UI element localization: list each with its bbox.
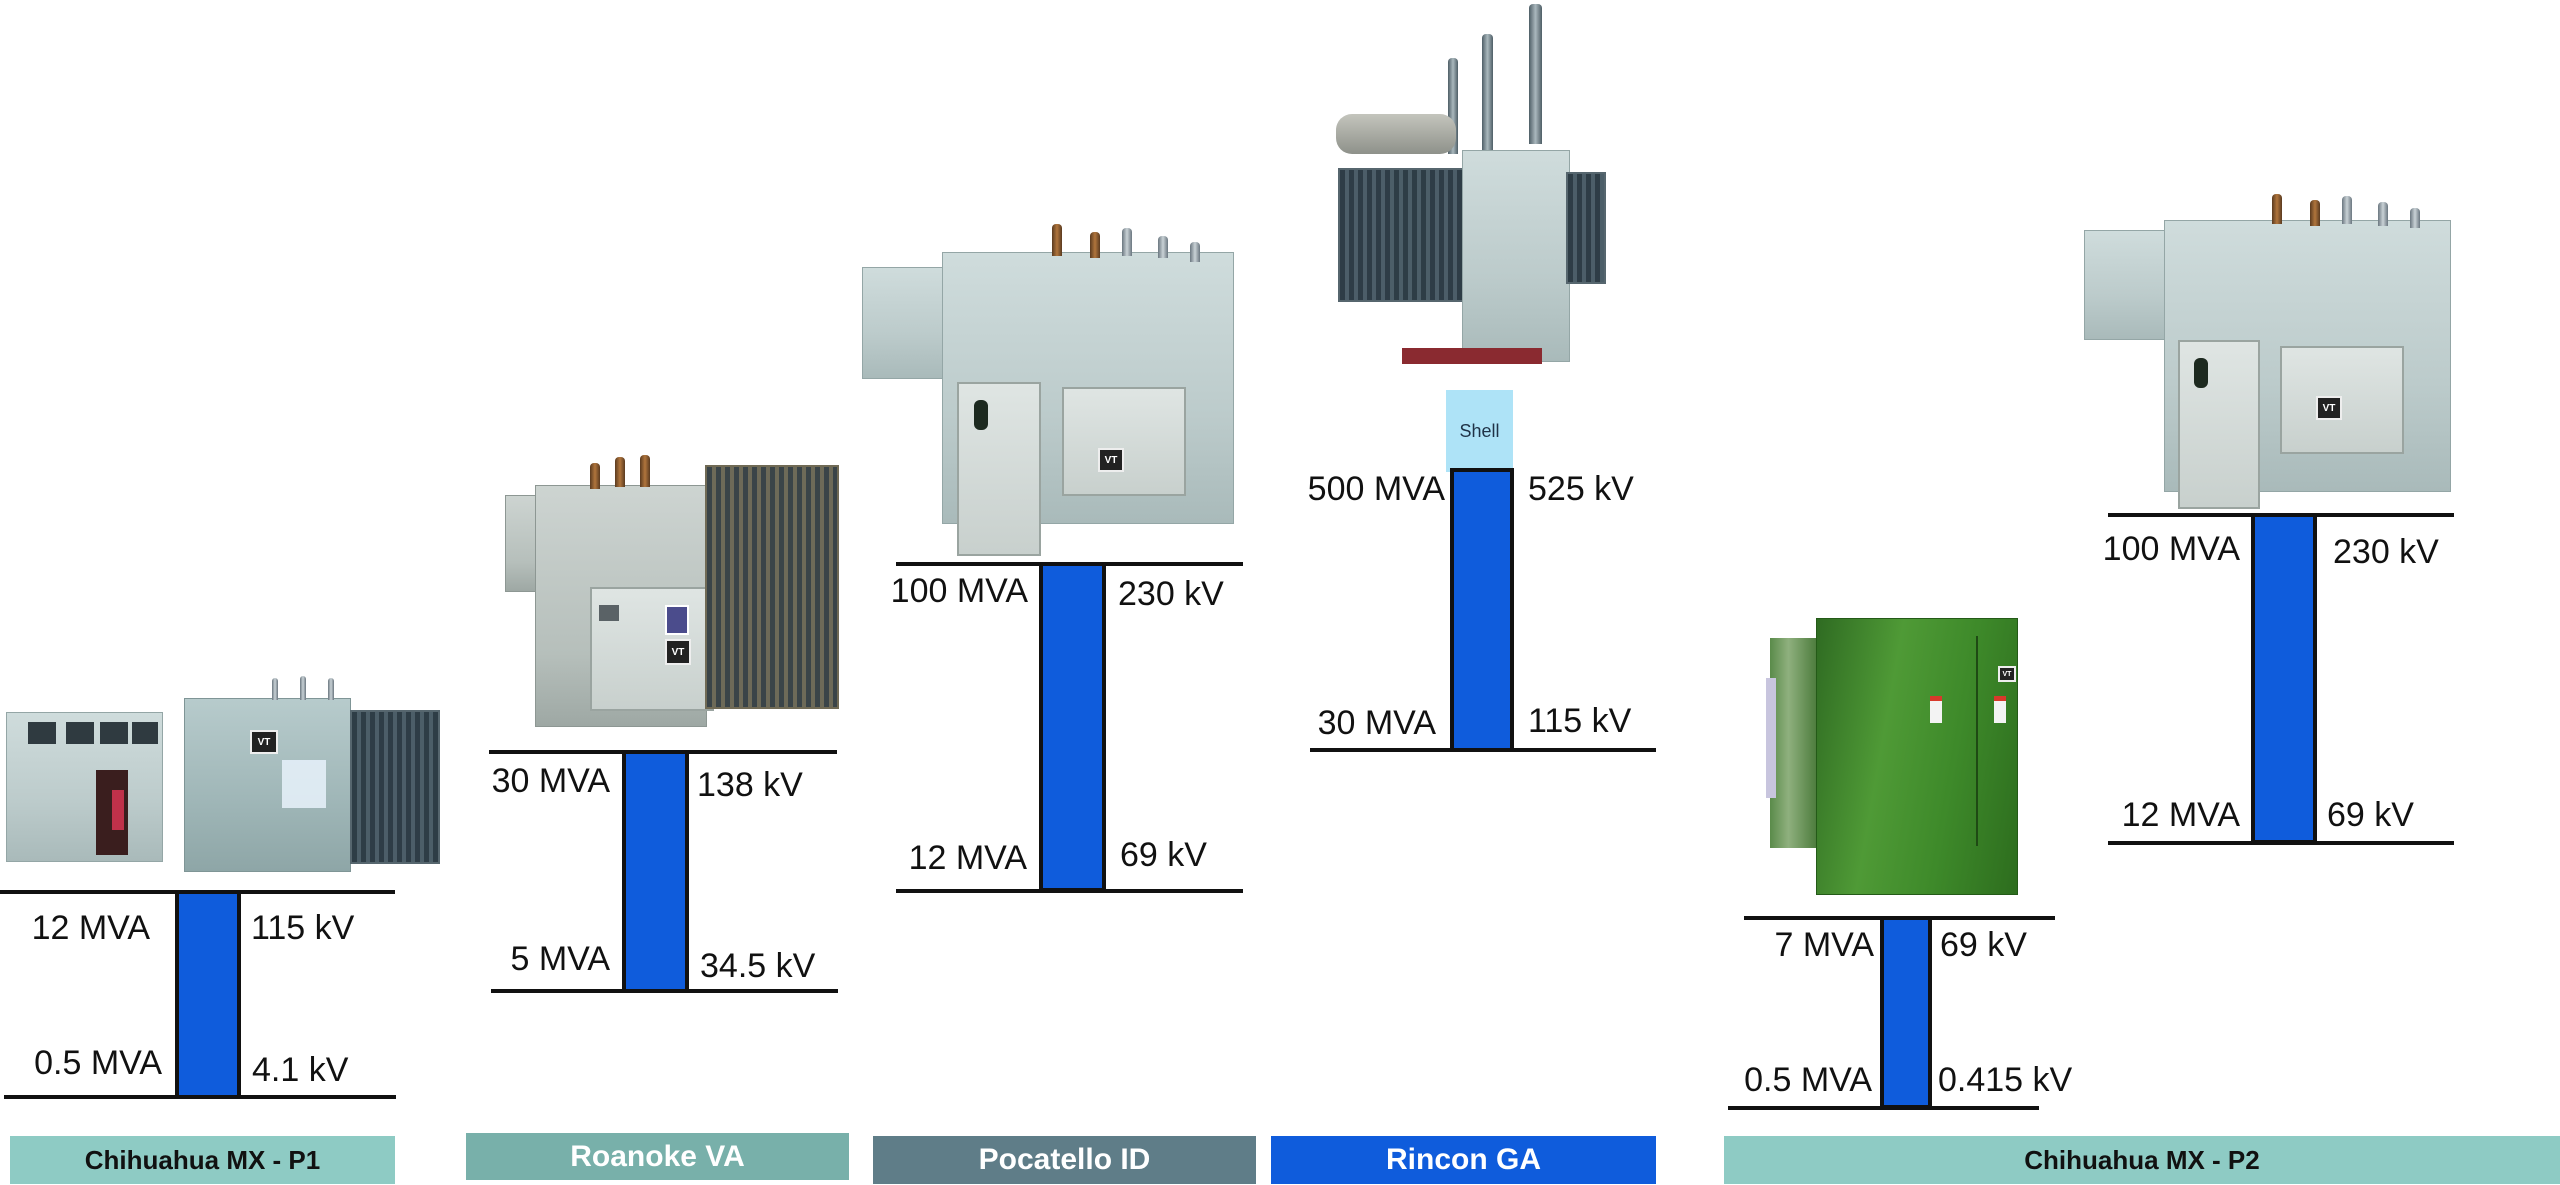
enclosure-vent <box>100 722 128 744</box>
enclosure-vent <box>132 722 158 744</box>
voltage-bar-chihuahua-p1 <box>175 890 241 1099</box>
bottom-mva-label: 30 MVA <box>1317 704 1436 742</box>
side-cabinet <box>957 382 1041 556</box>
radiator-fins <box>1766 678 1776 798</box>
conservator <box>1336 114 1456 154</box>
radiator <box>705 465 839 709</box>
bottom-kv-label: 69 kV <box>1120 836 1207 874</box>
bushing <box>2378 202 2388 226</box>
bottom-kv-label: 0.415 kV <box>1938 1061 2073 1099</box>
display-monitor <box>665 605 689 635</box>
transformer-image-roanoke: VT <box>495 455 845 740</box>
bushing <box>300 676 306 700</box>
side-tank <box>862 267 954 379</box>
bottom-mva-label: 5 MVA <box>510 940 610 978</box>
top-kv-label: 230 kV <box>2333 533 2439 571</box>
site-label-chihuahua-p2: Chihuahua MX - P2 <box>1724 1136 2560 1184</box>
shell-type-badge: Shell <box>1446 390 1513 472</box>
bottom-mva-label: 12 MVA <box>908 839 1027 877</box>
base-frame <box>1402 348 1542 364</box>
transformer-image-chihuahua-p2-padmount: VT <box>1766 608 2026 898</box>
bottom-kv-label: 4.1 kV <box>252 1051 349 1089</box>
site-label-chihuahua-p1: Chihuahua MX - P1 <box>10 1136 395 1184</box>
bottom-kv-label: 34.5 kV <box>700 947 816 985</box>
site-label-pocatello: Pocatello ID <box>873 1136 1256 1184</box>
warning-sticker <box>1994 696 2006 723</box>
bushing <box>1190 242 1200 262</box>
top-kv-label: 525 kV <box>1528 470 1634 508</box>
top-mva-label: 7 MVA <box>1774 926 1874 964</box>
bushing <box>328 678 334 700</box>
top-mva-label: 12 MVA <box>31 909 150 947</box>
enclosure-vent <box>28 722 56 744</box>
vt-logo: VT <box>665 639 691 665</box>
red-coil <box>112 790 124 830</box>
top-mva-label: 500 MVA <box>1307 470 1445 508</box>
bushing <box>1090 232 1100 258</box>
cabinet-window <box>599 605 619 621</box>
side-cabinet <box>2178 340 2260 509</box>
warning-sticker <box>1930 696 1942 723</box>
transformer-image-chihuahua-p1: VT <box>0 660 440 872</box>
bushing <box>2342 196 2352 224</box>
gauge-window <box>974 400 988 430</box>
voltage-bar-pocatello <box>1039 562 1106 892</box>
site-label-rincon: Rincon GA <box>1271 1136 1656 1184</box>
gauge-window <box>2194 358 2208 388</box>
door-seam <box>1976 636 1978 846</box>
top-kv-label: 69 kV <box>1940 926 2027 964</box>
bushing <box>272 678 278 700</box>
bushing <box>1158 236 1168 258</box>
bottom-mva-label: 0.5 MVA <box>34 1044 162 1082</box>
pad-enclosure <box>1816 618 2018 895</box>
voltage-bar-chihuahua-p2-small <box>1880 916 1932 1109</box>
voltage-bar-chihuahua-p2-large <box>2251 513 2317 844</box>
radiator-right <box>1566 172 1606 284</box>
bushing <box>1052 224 1062 256</box>
side-tank <box>2084 230 2176 340</box>
voltage-bar-roanoke <box>622 750 689 993</box>
bottom-kv-label: 69 kV <box>2327 796 2414 834</box>
enclosure-vent <box>66 722 94 744</box>
bushing <box>615 457 625 487</box>
bushing <box>2310 200 2320 226</box>
bottom-kv-label: 115 kV <box>1528 702 1632 740</box>
transformer-image-rincon <box>1322 0 1606 385</box>
radiator <box>350 710 440 864</box>
pad-side-panel <box>1770 638 1816 848</box>
hv-bushing <box>1448 58 1458 154</box>
transformer-image-pocatello: VT <box>862 222 1242 556</box>
glow-panel <box>282 760 326 808</box>
vt-logo: VT <box>1998 666 2016 682</box>
bushing <box>2410 208 2420 228</box>
transformer-image-chihuahua-p2-large: VT <box>2084 190 2464 509</box>
vt-logo: VT <box>2316 396 2342 420</box>
bottom-mva-label: 0.5 MVA <box>1744 1061 1872 1099</box>
top-mva-label: 30 MVA <box>491 762 610 800</box>
bushing <box>640 455 650 487</box>
voltage-bar-rincon <box>1450 468 1514 752</box>
top-kv-label: 115 kV <box>251 909 355 947</box>
bushing <box>590 463 600 489</box>
top-mva-label: 100 MVA <box>890 572 1028 610</box>
hv-bushing <box>1529 4 1542 144</box>
bottom-mva-label: 12 MVA <box>2121 796 2240 834</box>
top-kv-label: 138 kV <box>697 766 803 804</box>
vt-logo: VT <box>250 730 278 754</box>
top-kv-label: 230 kV <box>1118 575 1224 613</box>
hv-bushing <box>1482 34 1493 152</box>
bushing <box>2272 194 2282 224</box>
site-label-roanoke: Roanoke VA <box>466 1133 849 1180</box>
radiator-bank <box>1338 168 1466 302</box>
main-tank <box>1462 150 1570 362</box>
control-cabinet <box>1062 387 1186 496</box>
vt-logo: VT <box>1098 448 1124 472</box>
top-mva-label: 100 MVA <box>2102 530 2240 568</box>
bushing <box>1122 228 1132 256</box>
control-cabinet <box>2280 346 2404 454</box>
